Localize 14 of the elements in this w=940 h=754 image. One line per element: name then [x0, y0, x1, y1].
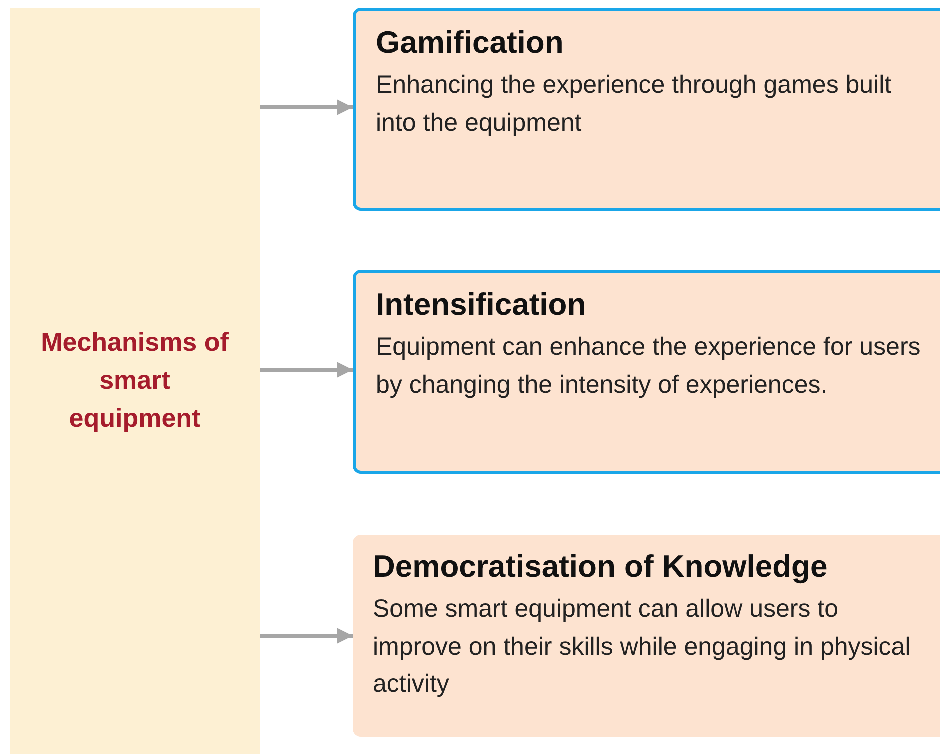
- mechanism-card: [353, 8, 940, 211]
- card-heading: Intensification: [376, 287, 588, 323]
- card-description: Equipment can enhance the experience for users by changing the intensity of experiences.: [376, 332, 922, 400]
- card-description: Some smart equipment can allow users to improve on their skills while engaging in physical activity: [373, 594, 912, 700]
- category-panel: [10, 8, 260, 754]
- arrow: [260, 628, 353, 644]
- card-heading: Gamification: [376, 25, 565, 61]
- panel-label: Mechanisms of smart equipment: [40, 326, 230, 435]
- mechanism-card: [353, 270, 940, 474]
- arrow: [260, 100, 353, 116]
- arrow: [260, 362, 353, 378]
- mechanism-card: [353, 535, 940, 737]
- card-description: Enhancing the experience through games built into the equipment: [376, 70, 893, 138]
- card-heading: Democratisation of Knowledge: [373, 549, 829, 585]
